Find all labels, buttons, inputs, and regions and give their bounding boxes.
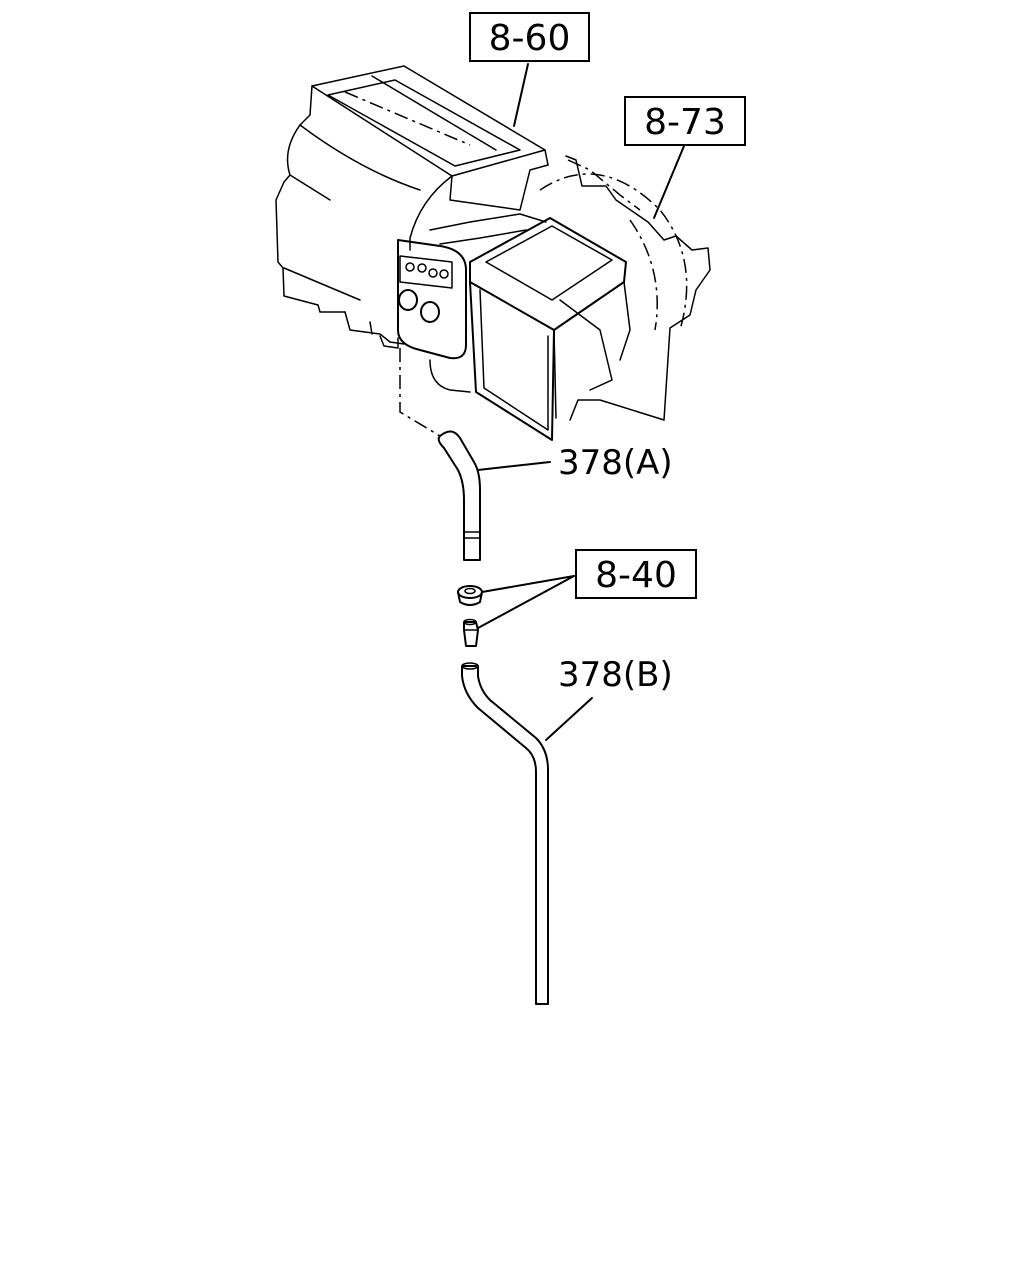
- callout-840-text: 8-40: [595, 555, 677, 596]
- callout-860[interactable]: 8-60: [469, 12, 590, 62]
- part-label-378a[interactable]: 378(A): [558, 443, 673, 483]
- callout-840[interactable]: 8-40: [575, 549, 697, 599]
- callout-873[interactable]: 8-73: [624, 96, 746, 146]
- leader-378a: [477, 461, 551, 471]
- callout-873-text: 8-73: [644, 102, 726, 143]
- connector-part: [463, 618, 479, 647]
- drain-hose-a: [437, 430, 481, 561]
- drain-hose-b: [461, 662, 549, 1005]
- part-label-378b[interactable]: 378(B): [558, 655, 673, 695]
- leader-873: [653, 145, 685, 219]
- leader-840-top: [481, 575, 575, 593]
- drain-connection-line: [399, 348, 441, 437]
- leader-378b: [545, 697, 593, 741]
- grommet-part: [457, 585, 483, 606]
- leader-840-bottom: [477, 575, 575, 629]
- heater-unit-illustration: [275, 65, 711, 441]
- callout-860-text: 8-60: [489, 18, 571, 59]
- leader-860: [513, 63, 529, 127]
